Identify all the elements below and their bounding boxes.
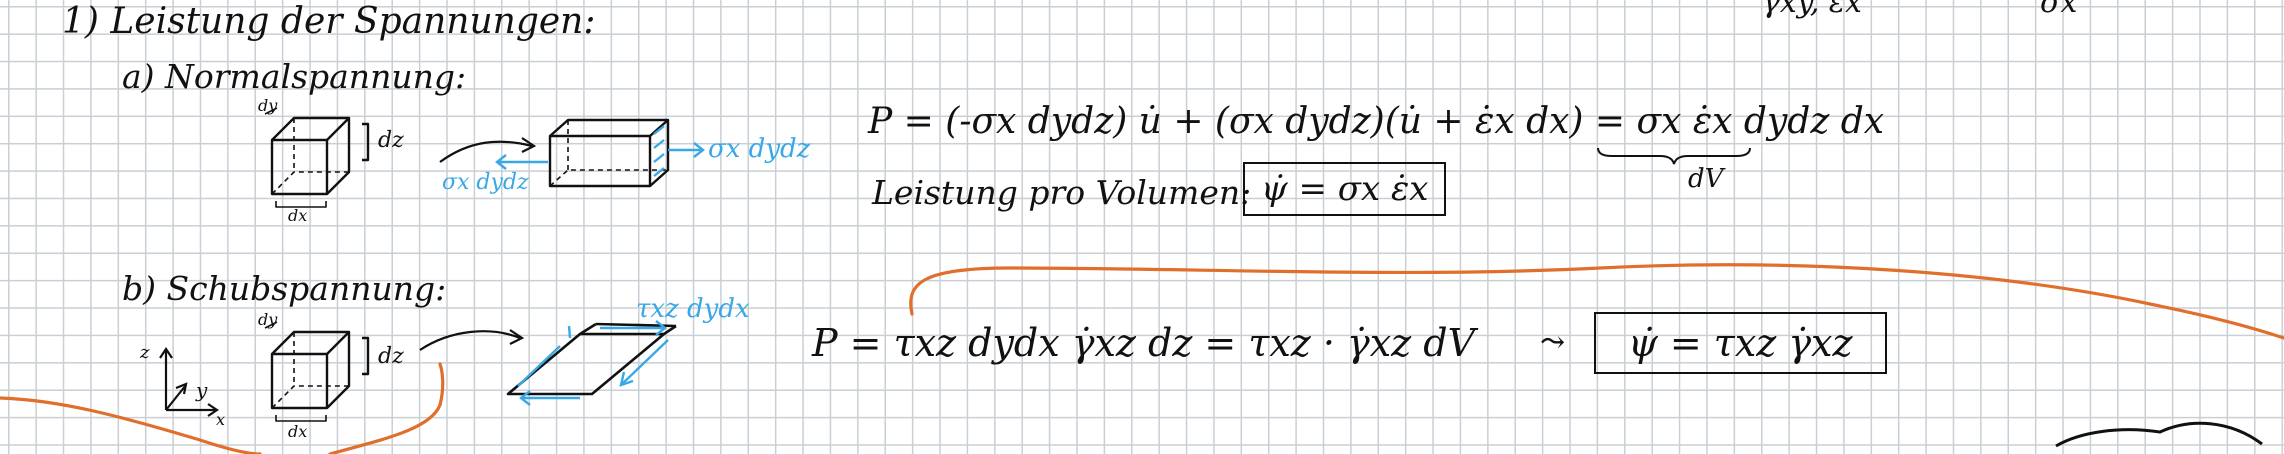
normal-dim-dz: dz bbox=[378, 128, 404, 153]
orange-annotations bbox=[0, 263, 2284, 454]
shear-arrow bbox=[419, 330, 521, 351]
normal-force-right: σx dydz bbox=[708, 134, 811, 164]
section-heading: 1) Leistung der Spannungen: bbox=[62, 1, 596, 42]
normal-per-volume-label: Leistung pro Volumen: bbox=[872, 173, 1252, 212]
shear-dim-dz: dz bbox=[378, 344, 404, 369]
coordinate-axes bbox=[159, 347, 219, 417]
shear-force-arrows bbox=[517, 320, 669, 406]
normal-dim-dy: dy bbox=[258, 96, 278, 115]
normal-dim-dx: dx bbox=[288, 206, 308, 225]
shear-dim-dy: dy bbox=[258, 310, 278, 329]
ink-scribble bbox=[2055, 421, 2263, 448]
axis-x-label: x bbox=[216, 410, 226, 429]
shear-power-equation: P = τxz dydx γ̇xz dz = τxz · γ̇xz dV bbox=[812, 321, 1476, 365]
shear-cube-left bbox=[264, 321, 370, 422]
normal-force-left: σx dydz bbox=[442, 170, 529, 195]
normal-result-box: ψ̇ = σx ε̇x bbox=[1243, 162, 1447, 216]
normal-arrow bbox=[439, 140, 533, 163]
shear-label: b) Schubspannung: bbox=[122, 269, 447, 308]
top-fragment-left: γxy, εx bbox=[1762, 0, 1862, 20]
axis-z-label: z bbox=[140, 342, 150, 363]
normal-power-equation: P = (-σx dydz) u̇ + (σx dydz)(u̇ + ε̇x d… bbox=[868, 101, 1885, 142]
normal-dv: dV bbox=[1688, 164, 1724, 194]
normal-force-arrows bbox=[495, 125, 705, 177]
underbrace bbox=[1597, 147, 1751, 165]
implies-arrow: ⤳ bbox=[1540, 325, 1566, 360]
normal-label: a) Normalspannung: bbox=[122, 57, 467, 96]
shear-result-box: ψ̇ = τxz γ̇xz bbox=[1594, 312, 1887, 374]
shear-dim-dx: dx bbox=[288, 422, 308, 441]
normal-cube-right bbox=[548, 118, 670, 188]
top-fragment-right: σx bbox=[2040, 0, 2078, 20]
normal-cube-left bbox=[264, 107, 370, 208]
shear-force-label: τxz dydx bbox=[636, 294, 750, 324]
axis-y-label: y bbox=[196, 378, 208, 402]
shear-parallelogram bbox=[506, 322, 677, 396]
